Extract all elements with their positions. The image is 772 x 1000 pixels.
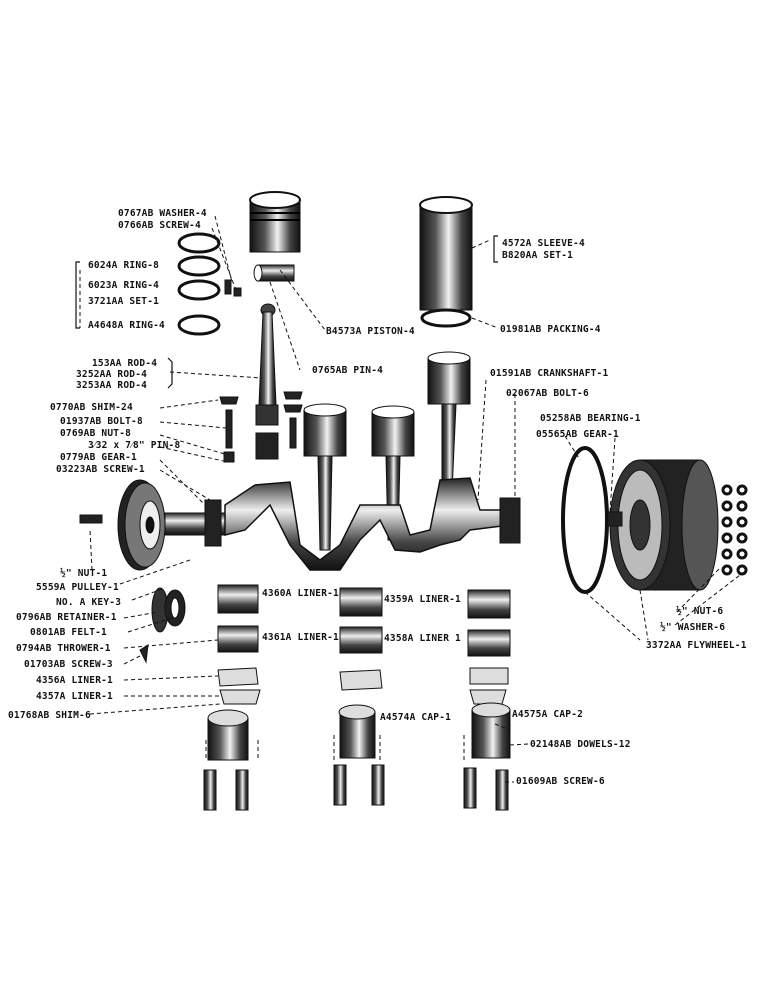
label-cap-2: A4575A CAP-2 xyxy=(512,709,584,720)
label-bolt-6: 02067AB BOLT-6 xyxy=(506,388,589,399)
label-ring-8: 6024A RING-8 xyxy=(88,260,160,271)
leader-lines xyxy=(79,215,741,783)
label-pin-4: 0765AB PIN-4 xyxy=(312,365,384,376)
bracket-lines xyxy=(75,235,498,389)
label-nut-1: ½" NUT-1 xyxy=(60,568,108,579)
label-nut-8: 0769AB NUT-8 xyxy=(60,428,132,439)
label-liner-1e: 4359A LINER-1 xyxy=(384,594,461,605)
label-bolt-8: 01937AB BOLT-8 xyxy=(60,416,143,427)
crankshaft-part xyxy=(164,477,521,571)
piston-pin-part xyxy=(253,264,295,282)
piston-part xyxy=(249,191,301,253)
flywheel-nuts xyxy=(721,484,748,576)
label-liner-1f: 4358A LINER 1 xyxy=(384,633,461,644)
bearing-caps xyxy=(207,702,511,761)
label-felt-1: 0801AB FELT-1 xyxy=(30,627,107,638)
label-ring-4b: A4648A RING-4 xyxy=(88,320,165,331)
label-packing-4: 01981AB PACKING-4 xyxy=(500,324,601,335)
washer-screw-parts xyxy=(224,279,242,297)
label-flywheel-1: 3372AA FLYWHEEL-1 xyxy=(646,640,747,651)
retainer-felt-thrower xyxy=(139,587,186,664)
label-washer-6: ½" WASHER-6 xyxy=(660,622,726,633)
bearing-liners xyxy=(217,584,511,705)
label-nut-6: ½" NUT-6 xyxy=(676,606,724,617)
label-screw-1: 03223AB SCREW-1 xyxy=(56,464,145,475)
label-rod-4a: 153AA ROD-4 xyxy=(92,358,158,369)
label-set-1b: B820AA SET-1 xyxy=(502,250,574,261)
label-rod-4c: 3253AA ROD-4 xyxy=(76,380,148,391)
label-crankshaft-1: 01591AB CRANKSHAFT-1 xyxy=(490,368,609,379)
flywheel-part xyxy=(561,446,719,594)
label-pulley-1: 5559A PULLEY-1 xyxy=(36,582,119,593)
label-cap-1: A4574A CAP-1 xyxy=(380,712,452,723)
piston-ring-parts xyxy=(177,232,221,336)
pulley-part xyxy=(79,479,166,571)
cap-screws xyxy=(203,764,509,811)
label-liner-1b: 4357A LINER-1 xyxy=(36,691,113,702)
label-bearing-1: 05258AB BEARING-1 xyxy=(540,413,641,424)
assembled-pistons xyxy=(303,351,471,551)
label-pin-8: 3⁄32 x 7⁄8" PIN-8 xyxy=(88,440,181,451)
label-shim-24: 0770AB SHIM-24 xyxy=(50,402,133,413)
label-screw-6: 01609AB SCREW-6 xyxy=(516,776,605,787)
label-sleeve-4: 4572A SLEEVE-4 xyxy=(502,238,585,249)
label-dowels-12: 02148AB DOWELS-12 xyxy=(530,739,631,750)
label-washer-4: 0767AB WASHER-4 xyxy=(118,208,207,219)
label-retainer-1: 0796AB RETAINER-1 xyxy=(16,612,117,623)
label-gear-1b: 05565AB GEAR-1 xyxy=(536,429,619,440)
label-gear-1a: 0779AB GEAR-1 xyxy=(60,452,137,463)
label-set-1a: 3721AA SET-1 xyxy=(88,296,160,307)
label-liner-1d: 4361A LINER-1 xyxy=(262,632,339,643)
label-ring-4a: 6023A RING-4 xyxy=(88,280,160,291)
label-screw-3: 01703AB SCREW-3 xyxy=(24,659,113,670)
label-shim-6: 01768AB SHIM-6 xyxy=(8,710,91,721)
connecting-rod-part xyxy=(255,303,279,460)
label-key-3: NO. A KEY-3 xyxy=(56,597,122,608)
label-rod-4b: 3252AA ROD-4 xyxy=(76,369,148,380)
sleeve-part xyxy=(419,196,473,328)
label-screw-4: 0766AB SCREW-4 xyxy=(118,220,201,231)
label-liner-1a: 4356A LINER-1 xyxy=(36,675,113,686)
label-liner-1c: 4360A LINER-1 xyxy=(262,588,339,599)
rod-bolts-nuts xyxy=(219,391,303,463)
label-thrower-1: 0794AB THROWER-1 xyxy=(16,643,111,654)
label-piston-4: B4573A PISTON-4 xyxy=(326,326,415,337)
